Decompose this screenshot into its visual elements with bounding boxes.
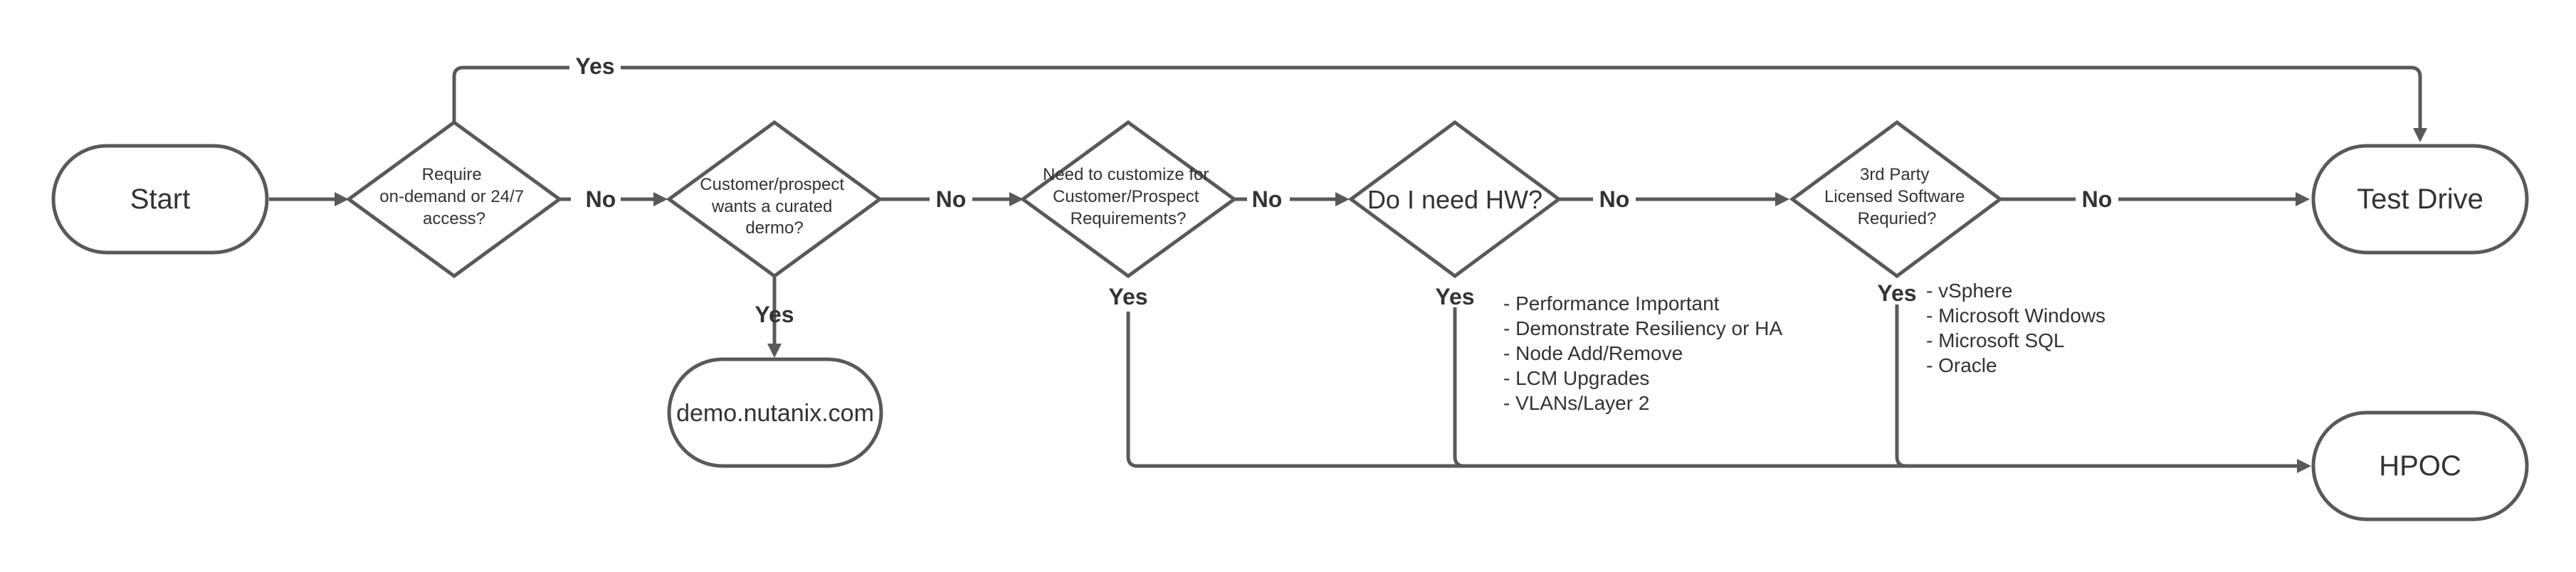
decision-access-label: Require on-demand or 24/7 access?	[379, 165, 528, 228]
arrow-head	[1009, 192, 1024, 206]
hw-reason-4: - LCM Upgrades	[1503, 367, 1649, 389]
decision-access	[345, 120, 563, 279]
edge-label-curated-no: No	[936, 186, 967, 212]
decision-curated-line-3: dermo?	[745, 218, 803, 238]
arrow-head	[2413, 128, 2427, 142]
arrow-head	[335, 192, 349, 206]
edge-label-hw-yes: Yes	[1435, 284, 1474, 309]
edge-customize-yes-to-hpoc	[1126, 312, 2299, 468]
decision-software	[1789, 120, 2004, 279]
arrow-head	[1775, 192, 1789, 206]
hw-reason-3: - Node Add/Remove	[1503, 342, 1683, 364]
start-label: Start	[130, 184, 190, 215]
edge-label-software-yes: Yes	[1877, 280, 1916, 306]
decision-access-line-1: Require	[422, 165, 482, 184]
edge-label-software-no: No	[2082, 186, 2113, 212]
edge-hw-yes-to-hpoc	[1453, 307, 1465, 468]
hpoc-node	[2311, 411, 2529, 521]
edge-software-yes-to-hpoc	[1895, 304, 1907, 468]
decision-curated-line-2: wants a curated	[711, 197, 832, 216]
decision-customize-line-1: Need to customize for	[1043, 165, 1209, 184]
hpoc-label: HPOC	[2379, 450, 2461, 482]
label-bg	[571, 184, 621, 213]
decision-customize	[1019, 120, 1238, 279]
edge-label-hw-no: No	[1599, 186, 1630, 212]
label-bg	[1593, 184, 1636, 213]
decision-customize-line-3: Requirements?	[1071, 209, 1187, 228]
edge-label-access-yes: Yes	[575, 53, 614, 79]
label-bg	[569, 52, 621, 82]
hw-reason-1: - Performance Important	[1503, 292, 1720, 314]
test-drive-label: Test Drive	[2357, 184, 2483, 215]
decision-software-line-2: Licensed Software	[1824, 187, 1965, 206]
arrow-head	[653, 192, 668, 206]
hw-reasons-note: - Performance Important - Demonstrate Re…	[1503, 292, 1787, 414]
decision-software-label: 3rd Party Licensed Software Requried?	[1824, 165, 1970, 228]
decision-curated-line-1: Customer/prospect	[700, 175, 844, 194]
decision-curated-label: Customer/prospect wants a curated dermo?	[700, 175, 848, 238]
test-drive-node	[2311, 144, 2529, 255]
start-node	[51, 144, 269, 255]
decision-curated	[666, 120, 883, 279]
decision-access-line-3: access?	[423, 209, 485, 228]
decision-software-line-3: Requried?	[1858, 209, 1937, 228]
decision-software-line-1: 3rd Party	[1860, 165, 1929, 184]
arrow-head	[1335, 192, 1350, 206]
software-item-1: - vSphere	[1926, 280, 2012, 302]
edge-label-customize-no: No	[1252, 186, 1283, 212]
software-item-2: - Microsoft Windows	[1926, 304, 2106, 327]
label-bg	[930, 184, 972, 213]
decision-customize-label: Need to customize for Customer/Prospect …	[1043, 165, 1214, 228]
edge-access-yes-to-test-drive	[452, 65, 2422, 128]
label-bg	[1247, 184, 1290, 213]
edge-label-curated-yes: Yes	[755, 302, 794, 327]
demo-node	[667, 357, 883, 468]
hw-reason-5: - VLANs/Layer 2	[1503, 392, 1649, 414]
software-list-note: - vSphere - Microsoft Windows - Microsof…	[1926, 280, 2111, 376]
decision-hw-label: Do I need HW?	[1367, 185, 1542, 214]
arrow-head	[2296, 192, 2310, 206]
edge-label-access-no: No	[586, 186, 616, 212]
edge-label-customize-yes: Yes	[1108, 284, 1147, 309]
software-item-3: - Microsoft SQL	[1926, 329, 2064, 351]
demo-label: demo.nutanix.com	[676, 400, 874, 427]
decision-customize-line-2: Customer/Prospect	[1053, 187, 1199, 206]
arrow-head	[767, 344, 782, 358]
hw-reason-2: - Demonstrate Resiliency or HA	[1503, 317, 1782, 339]
decision-access-line-2: on-demand or 24/7	[379, 187, 524, 206]
decision-hw	[1347, 120, 1562, 279]
software-item-4: - Oracle	[1926, 354, 1997, 376]
label-bg	[2076, 184, 2118, 213]
arrow-head	[2297, 459, 2311, 473]
